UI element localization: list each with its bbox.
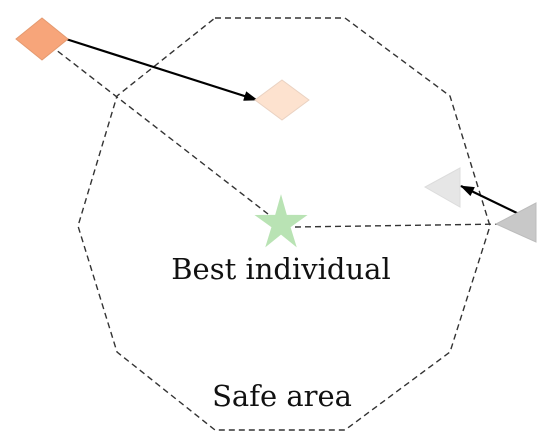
diamond-icon — [254, 79, 310, 121]
best-individual-label: Best individual — [171, 252, 390, 286]
triangle-icon — [423, 167, 461, 208]
moved-left-diamond-icon — [254, 79, 310, 121]
diamond-icon — [15, 17, 69, 61]
right-dashed-connector — [294, 223, 506, 228]
safe-area-label: Safe area — [212, 379, 352, 413]
original-right-triangle-icon — [494, 202, 537, 243]
right-arrow — [460, 185, 520, 215]
star-icon — [254, 194, 308, 248]
moved-right-triangle-icon — [423, 167, 461, 208]
left-dashed-connector — [41, 38, 269, 215]
best-individual-star-icon — [254, 194, 308, 248]
left-arrow — [65, 37, 258, 102]
safe-area-boundary — [77, 17, 491, 431]
triangle-icon — [494, 202, 537, 243]
original-left-diamond-icon — [15, 17, 69, 61]
